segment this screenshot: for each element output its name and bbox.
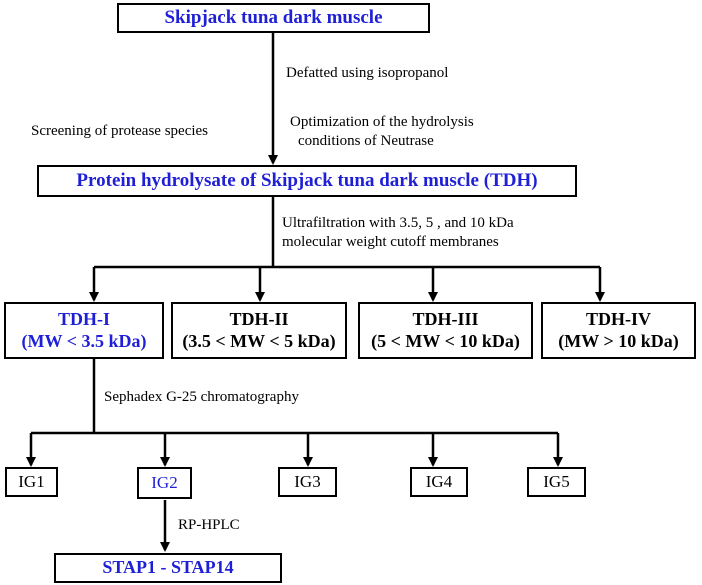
- step-optimization-line2: conditions of Neutrase: [298, 132, 434, 149]
- node-source: Skipjack tuna dark muscle: [117, 3, 430, 33]
- node-ig1-label: IG1: [18, 471, 45, 491]
- node-hydrolysate: Protein hydrolysate of Skipjack tuna dar…: [37, 165, 577, 197]
- node-tdh1: TDH-I (MW < 3.5 kDa): [4, 302, 164, 359]
- step-sephadex-label: Sephadex G-25 chromatography: [104, 389, 299, 405]
- node-final: STAP1 - STAP14: [54, 553, 282, 583]
- node-tdh3-range: (5 < MW < 10 kDa): [371, 330, 520, 351]
- node-ig5: IG5: [527, 467, 586, 497]
- step-ultrafiltration-line2: molecular weight cutoff membranes: [282, 233, 499, 250]
- step-hplc-label: RP-HPLC: [178, 517, 240, 533]
- node-tdh2-range: (3.5 < MW < 5 kDa): [182, 330, 336, 351]
- node-tdh1-name: TDH-I: [57, 308, 110, 329]
- node-ig5-label: IG5: [543, 471, 570, 491]
- step-optimization-label: Optimization of the hydrolysis condition…: [290, 113, 474, 151]
- node-tdh4-range: (MW > 10 kDa): [558, 330, 679, 351]
- node-tdh3-name: TDH-III: [412, 308, 479, 329]
- node-tdh4: TDH-IV (MW > 10 kDa): [541, 302, 696, 359]
- node-ig2: IG2: [137, 467, 192, 499]
- step-ultrafiltration-line1: Ultrafiltration with 3.5, 5 , and 10 kDa: [282, 215, 514, 231]
- node-ig4-label: IG4: [425, 471, 453, 491]
- node-tdh2-name: TDH-II: [229, 308, 289, 329]
- node-ig3: IG3: [278, 467, 337, 497]
- node-hydrolysate-label: Protein hydrolysate of Skipjack tuna dar…: [76, 169, 538, 191]
- node-source-label: Skipjack tuna dark muscle: [164, 6, 383, 28]
- node-ig2-label: IG2: [151, 472, 178, 492]
- node-tdh4-name: TDH-IV: [585, 308, 651, 329]
- node-ig1: IG1: [5, 467, 58, 497]
- node-ig3-label: IG3: [294, 471, 321, 491]
- node-tdh1-range: (MW < 3.5 kDa): [21, 330, 147, 351]
- step-optimization-line1: Optimization of the hydrolysis: [290, 114, 474, 130]
- node-tdh3: TDH-III (5 < MW < 10 kDa): [358, 302, 533, 359]
- node-final-label: STAP1 - STAP14: [102, 557, 234, 578]
- node-ig4: IG4: [410, 467, 468, 497]
- node-tdh2: TDH-II (3.5 < MW < 5 kDa): [171, 302, 347, 359]
- step-defat-label: Defatted using isopropanol: [286, 65, 449, 81]
- step-screening-label: Screening of protease species: [31, 123, 209, 139]
- step-ultrafiltration-label: Ultrafiltration with 3.5, 5 , and 10 kDa…: [282, 214, 514, 252]
